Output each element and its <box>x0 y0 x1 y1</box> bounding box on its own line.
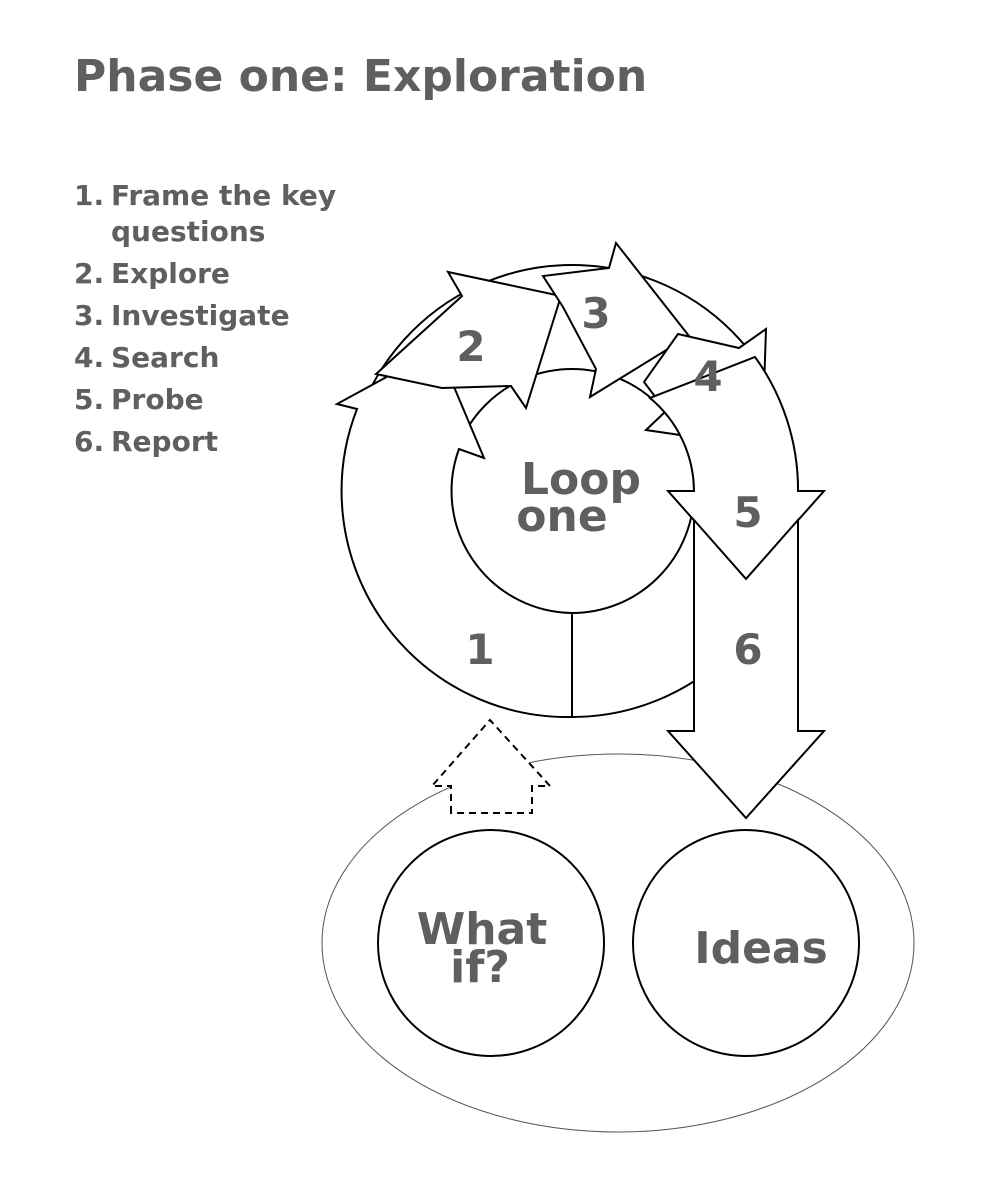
arrow-number-3: 3 <box>581 289 610 338</box>
dashed-up-arrow <box>429 718 553 814</box>
arrow-number-2: 2 <box>456 322 485 371</box>
steps-list: 1.Frame the key questions 2.Explore 3.In… <box>74 178 404 466</box>
outcomes-ellipse <box>321 753 915 1133</box>
what-if-circle <box>377 829 605 1057</box>
list-item: 2.Explore <box>74 256 404 292</box>
page-title: Phase one: Exploration <box>74 51 648 102</box>
step-text: Probe <box>111 383 204 416</box>
step-text: Investigate <box>111 299 290 332</box>
arrow-number-4: 4 <box>693 352 722 401</box>
list-item: 1.Frame the key questions <box>74 178 404 250</box>
arrow-2 <box>373 270 563 411</box>
list-item: 5.Probe <box>74 382 404 418</box>
what-if-label-line2: if? <box>450 942 510 993</box>
loop-label-line2: one <box>516 491 607 542</box>
list-item: 4.Search <box>74 340 404 376</box>
step-number: 6. <box>74 425 105 458</box>
step-number: 2. <box>74 257 105 290</box>
step-number: 3. <box>74 299 105 332</box>
arrow-5 <box>648 355 827 581</box>
what-if-label-line1: What <box>417 904 548 955</box>
step-number: 1. <box>74 179 105 212</box>
step-number: 5. <box>74 383 105 416</box>
arrow-1 <box>334 347 573 719</box>
arrow-number-5: 5 <box>733 488 762 537</box>
step-text: Frame the key questions <box>111 179 337 248</box>
arrow-3 <box>541 240 691 400</box>
loop-label-line1: Loop <box>521 454 641 505</box>
step-text: Report <box>111 425 219 458</box>
arrow-number-6: 6 <box>733 625 762 674</box>
step-text: Explore <box>111 257 230 290</box>
list-item: 3.Investigate <box>74 298 404 334</box>
ideas-circle <box>632 829 860 1057</box>
list-item: 6.Report <box>74 424 404 460</box>
ideas-label: Ideas <box>694 923 828 974</box>
step-number: 4. <box>74 341 105 374</box>
arrow-number-1: 1 <box>465 625 494 674</box>
arrow-6 <box>665 517 827 820</box>
step-text: Search <box>111 341 220 374</box>
